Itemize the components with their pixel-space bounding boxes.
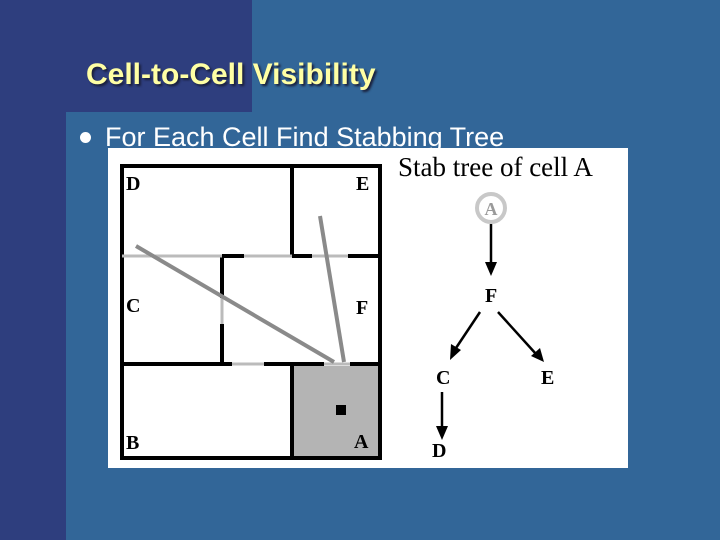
- portals: [122, 254, 350, 366]
- tree-node-e: E: [541, 367, 554, 389]
- bullet-text: For Each Cell Find Stabbing Tree: [105, 122, 505, 152]
- cell-labels: D E C F B A: [126, 173, 369, 454]
- stab-tree-figure: D E C F B A Stab tree of cell A A: [108, 148, 628, 468]
- cell-label-c: C: [126, 295, 140, 317]
- title-accent-block: [0, 0, 252, 112]
- root-node-label: A: [485, 199, 498, 219]
- cell-label-b: B: [126, 432, 139, 454]
- bullet-icon: [80, 132, 91, 143]
- cell-label-d: D: [126, 173, 140, 195]
- tree-node-f: F: [485, 285, 497, 307]
- tree-arrowheads: [436, 262, 544, 440]
- viewpoint-marker: [336, 405, 346, 415]
- stab-tree-heading: Stab tree of cell A: [398, 152, 593, 182]
- floor-plan: D E C F B A: [120, 164, 382, 460]
- figure-svg: D E C F B A Stab tree of cell A A: [120, 152, 593, 462]
- bullet-item: For Each Cell Find Stabbing Tree: [80, 122, 504, 153]
- cell-label-f: F: [356, 297, 368, 319]
- tree-node-labels: F C E D: [432, 285, 554, 462]
- walls: [122, 166, 380, 458]
- tree-edges: [440, 224, 537, 428]
- cell-label-e: E: [356, 173, 369, 195]
- cell-label-a: A: [354, 431, 369, 453]
- floor-plan-outline: [120, 164, 382, 460]
- root-node-circle: [475, 192, 507, 224]
- stabbing-lines: [134, 215, 346, 364]
- tree-node-d: D: [432, 440, 446, 462]
- tree-node-c: C: [436, 367, 450, 389]
- stab-tree: Stab tree of cell A A F C E D: [398, 152, 593, 462]
- slide-title: Cell-to-Cell Visibility: [86, 58, 376, 91]
